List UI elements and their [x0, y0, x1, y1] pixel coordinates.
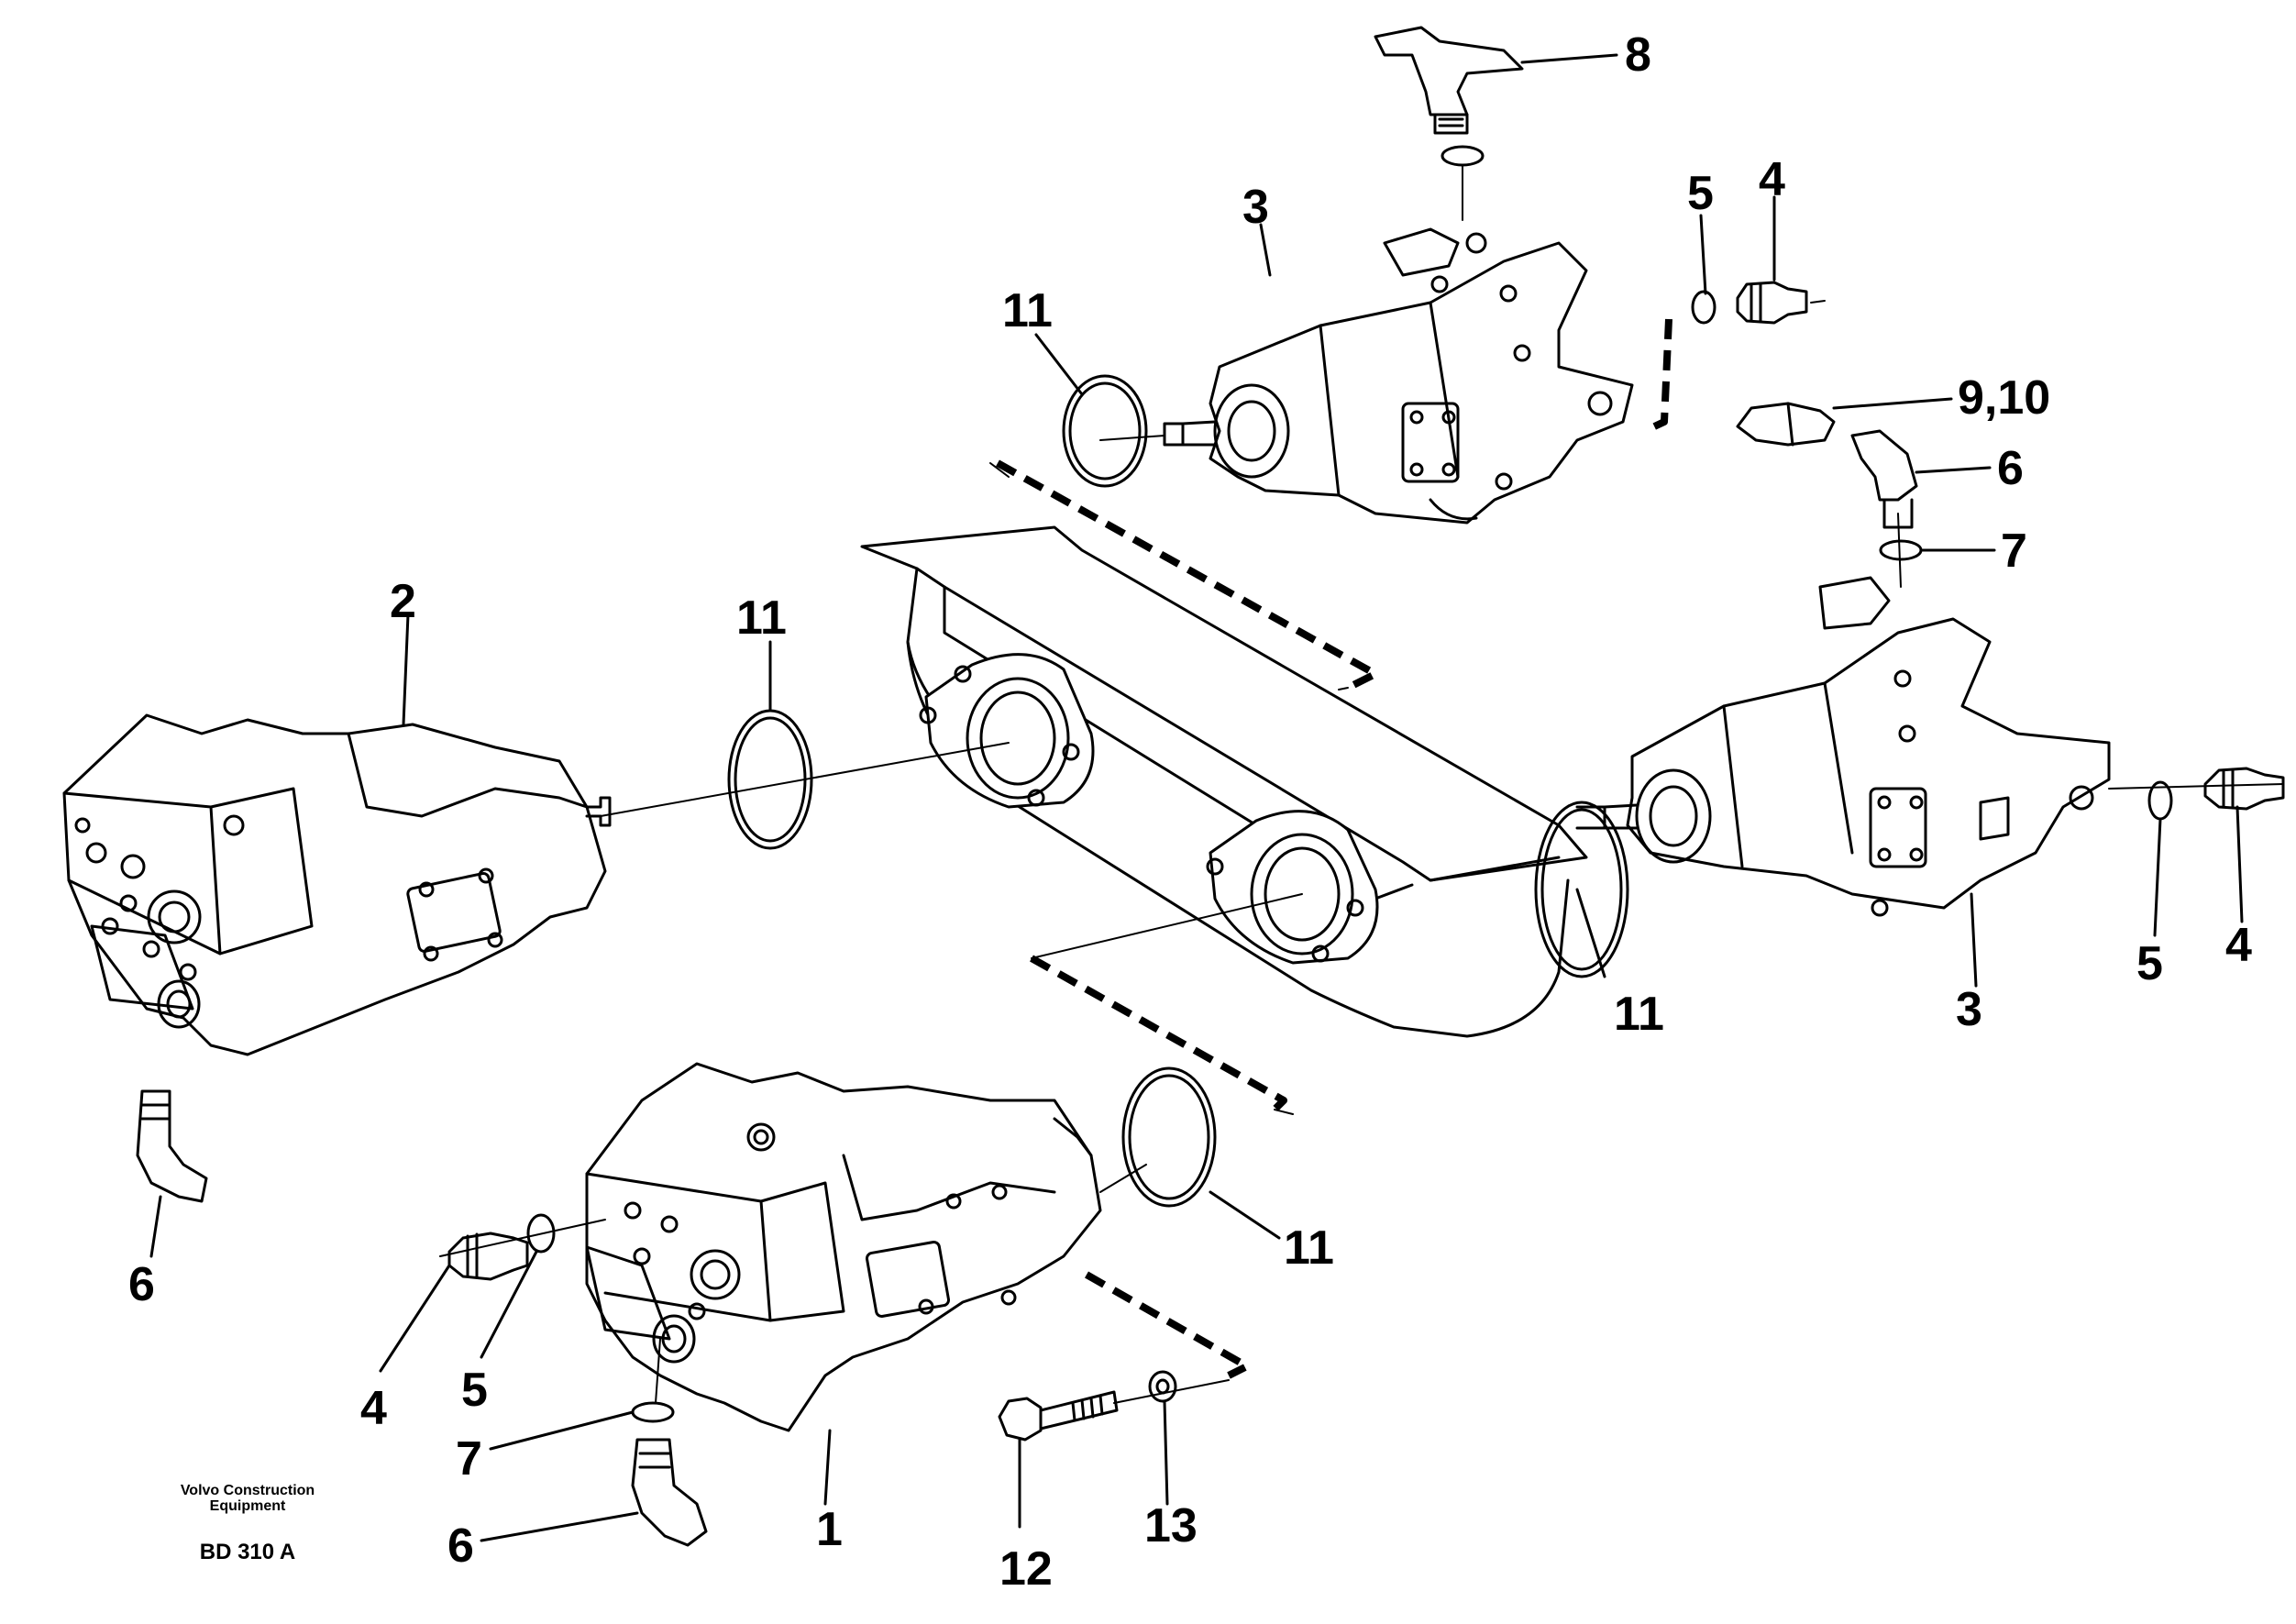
seal-5-lower: [526, 1213, 556, 1254]
pump-1-lower: [585, 1062, 1102, 1432]
maker-name-line2: Equipment: [209, 1497, 286, 1514]
callout-11-right: 11: [1614, 988, 1664, 1041]
tee-fitting-8: [1374, 26, 1524, 135]
fitting-9-10: [1736, 402, 1836, 447]
o-ring-11-upper: [1062, 374, 1148, 488]
callout-9-10: 9,10: [1958, 371, 2051, 425]
callout-6-lower: 6: [447, 1519, 474, 1573]
o-ring-11-right: [1534, 801, 1629, 978]
elbow-fitting-6-upper: [1850, 429, 1918, 529]
o-ring-11-left: [727, 709, 813, 850]
callout-3-upper: 3: [1242, 181, 1269, 234]
callout-5-lower: 5: [461, 1364, 488, 1417]
callout-7-upper: 7: [2001, 525, 2027, 578]
housing-bore-lower: [1206, 810, 1379, 965]
callout-4-lower: 4: [360, 1382, 387, 1435]
o-ring-11-lower: [1121, 1066, 1217, 1208]
callout-8: 8: [1625, 28, 1651, 82]
seal-top-upper: [1441, 145, 1485, 167]
callout-6-upper: 6: [1997, 442, 2024, 495]
pump-3-right: [1575, 576, 2111, 917]
seal-7-upper: [1879, 539, 1923, 561]
elbow-fitting-6-lower: [631, 1438, 708, 1547]
callout-6-left: 6: [128, 1258, 155, 1311]
leader-8: [1520, 53, 1618, 64]
callout-4-upper: 4: [1759, 153, 1785, 206]
callout-1: 1: [816, 1503, 843, 1556]
fitting-4-lower: [447, 1232, 529, 1281]
callout-4-right: 4: [2225, 919, 2252, 972]
pump-2-left: [62, 713, 612, 1056]
callout-5-right: 5: [2136, 937, 2163, 990]
callout-11-lower: 11: [1284, 1221, 1334, 1275]
maker-name-line1: Volvo Construction: [180, 1483, 315, 1498]
drawing-code: BD 310 A: [199, 1540, 296, 1564]
callout-11-upper: 11: [1002, 284, 1053, 337]
seal-5-upper: [1691, 290, 1716, 325]
seal-7-lower: [631, 1401, 675, 1423]
callout-2: 2: [390, 575, 416, 628]
callout-5-upper: 5: [1687, 167, 1714, 220]
callout-11-left: 11: [736, 591, 787, 645]
pump-3-upper: [1163, 227, 1634, 525]
elbow-fitting-6-left: [136, 1089, 208, 1203]
callout-12: 12: [999, 1542, 1053, 1596]
callout-13: 13: [1144, 1499, 1198, 1552]
maker-name: Volvo Construction Equipment: [156, 1483, 339, 1515]
callout-3-right: 3: [1956, 983, 1982, 1036]
housing-bore-upper: [919, 653, 1095, 809]
fitting-4-upper: [1736, 281, 1808, 325]
gearbox-housing: [860, 525, 1588, 1038]
callout-7-lower: 7: [456, 1432, 482, 1486]
bolt-12: [998, 1390, 1119, 1442]
fitting-4-right: [2203, 767, 2285, 811]
washer-13: [1148, 1370, 1177, 1403]
